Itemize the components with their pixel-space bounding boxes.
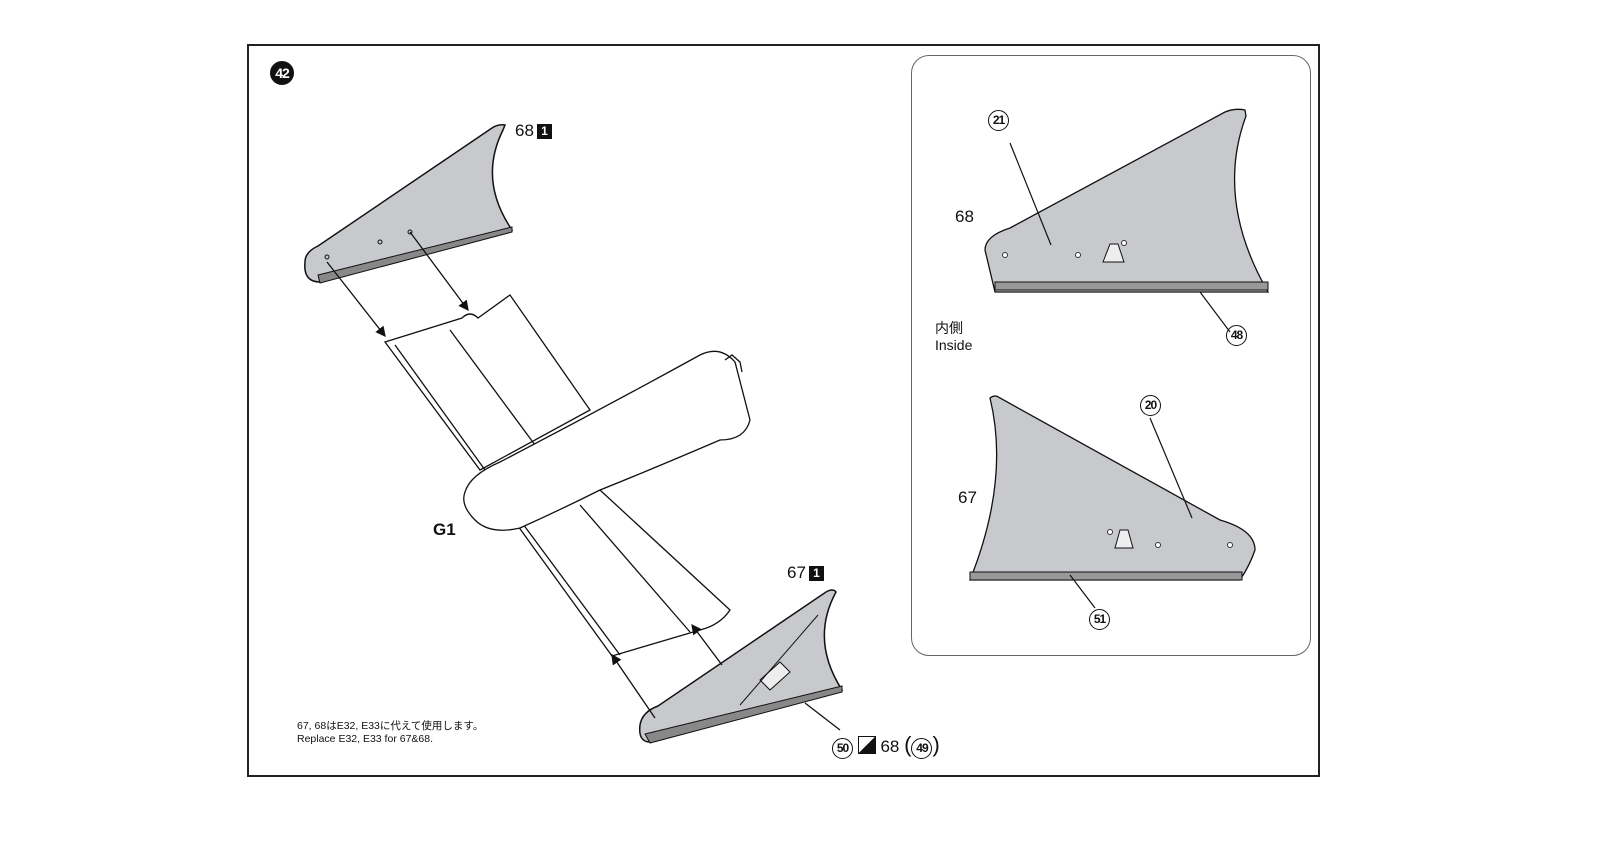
instruction-frame [247,44,1320,777]
inset-part-67 [969,395,1256,609]
step-number: 42 [270,61,294,85]
decal-48: 48 [1226,325,1247,346]
wing-label: G1 [433,520,456,539]
decal-51: 51 [1089,609,1110,630]
inset-part-68-label: 68 [955,207,974,226]
decal-sheet-icon [857,736,876,754]
decal-20: 20 [1140,395,1161,416]
inset-part-68 [984,108,1270,333]
replacement-note: 67, 68はE32, E33に代えて使用します。 Replace E32, E… [297,720,484,745]
rear-wing-g1 [383,294,751,657]
assembly-arrows [326,231,841,731]
decal-callout: 50 68 (49) [832,732,940,759]
decal-21: 21 [988,110,1009,131]
quantity-badge: 1 [808,566,824,581]
inset-part-67-label: 67 [958,488,977,507]
endplate-68 [304,124,514,284]
quantity-badge: 1 [536,124,552,139]
inside-view-inset [911,55,1311,656]
inside-label: 内側 Inside [935,320,973,353]
endplate-67 [638,589,844,744]
